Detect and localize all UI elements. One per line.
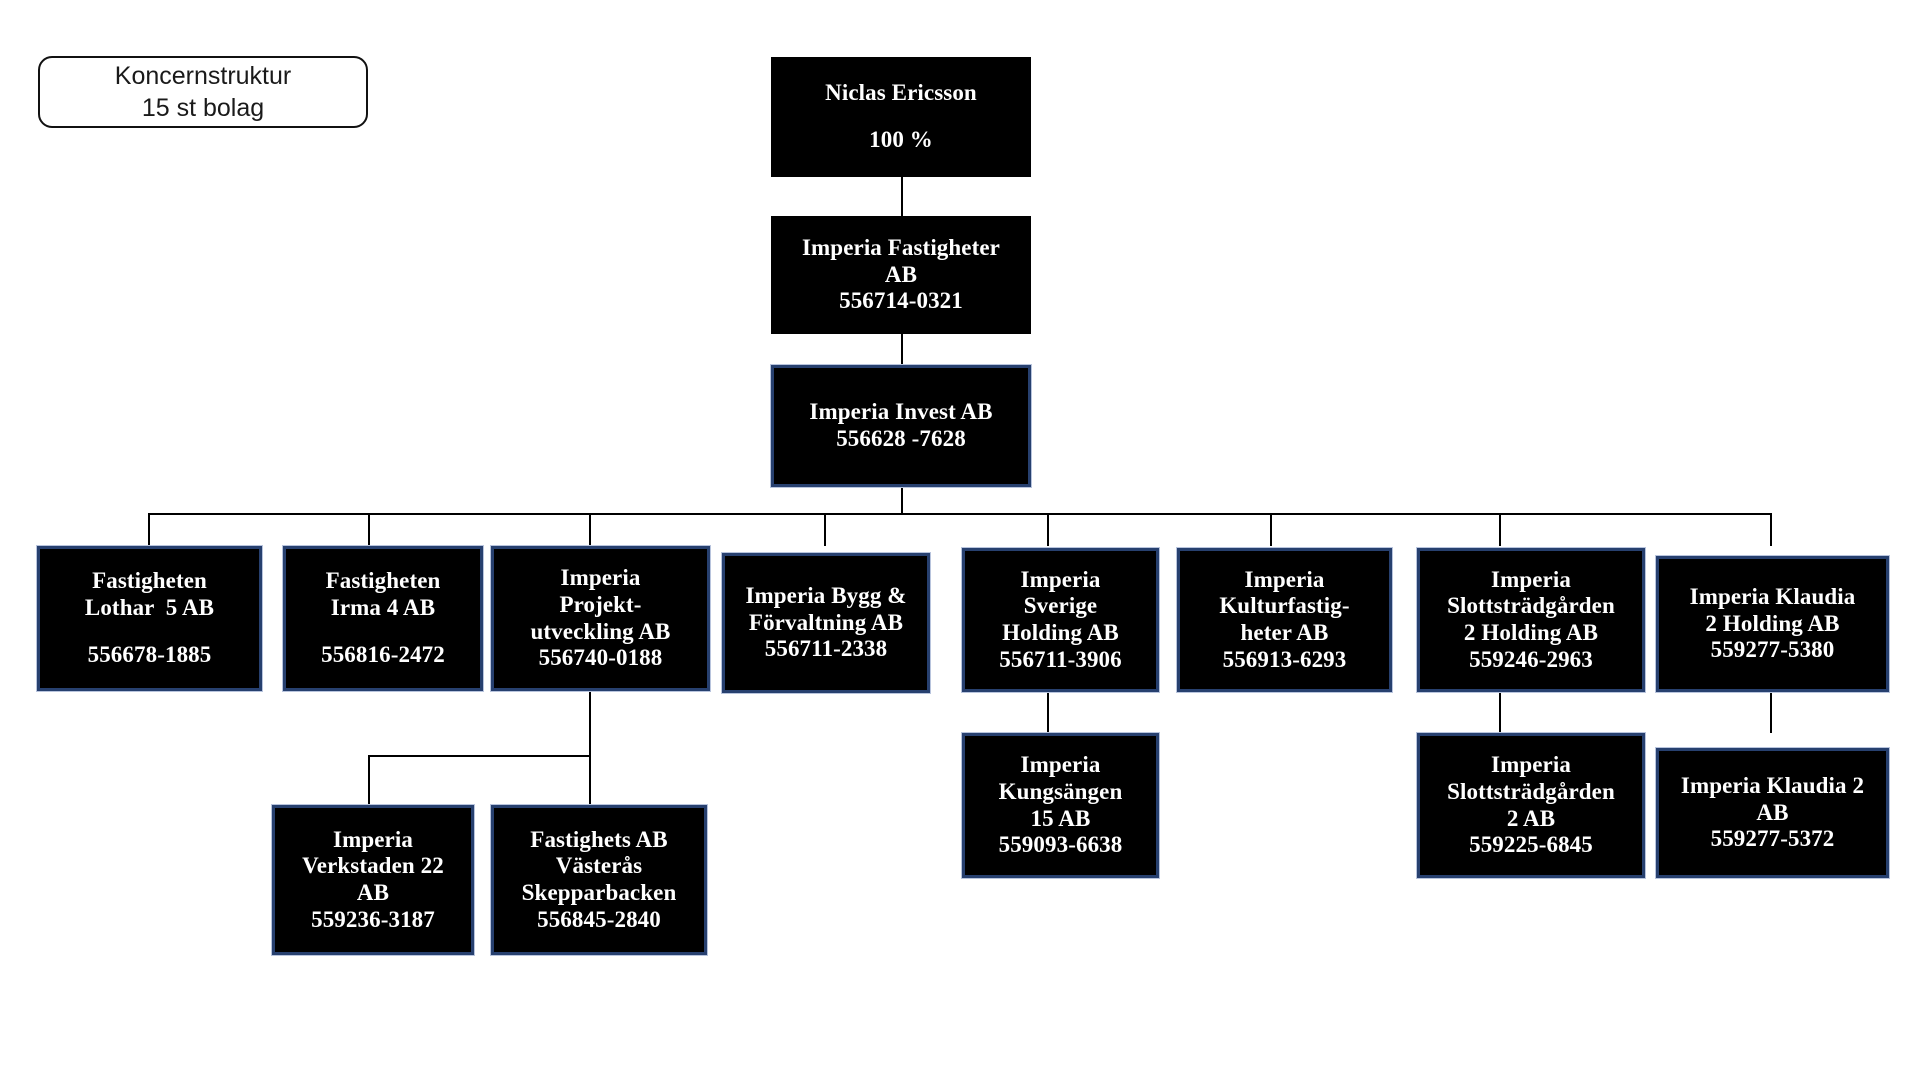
node-title: Imperia Kulturfastig- heter AB xyxy=(1219,566,1350,645)
node-orgnr: 556714-0321 xyxy=(839,288,963,314)
node-imperia-kungsangen-15-ab[interactable]: Imperia Kungsängen 15 AB 559093-6638 xyxy=(962,733,1159,878)
node-imperia-sverige-holding-ab[interactable]: Imperia Sverige Holding AB 556711-3906 xyxy=(962,548,1159,692)
legend-box: Koncernstruktur 15 st bolag xyxy=(38,56,368,128)
edge-bus-projekt-children xyxy=(368,755,591,757)
node-orgnr: 559246-2963 xyxy=(1469,646,1593,672)
node-fastighets-ab-vasteras-skepparbacken[interactable]: Fastighets AB Västerås Skepparbacken 556… xyxy=(491,805,707,955)
node-orgnr: 556711-3906 xyxy=(999,646,1122,672)
edge-drop-klaudia-holding xyxy=(1770,513,1772,546)
node-imperia-slottstradgarden-2-holding-ab[interactable]: Imperia Slottsträdgården 2 Holding AB 55… xyxy=(1417,548,1645,692)
node-title: Imperia Verkstaden 22 AB xyxy=(302,826,444,905)
node-orgnr: 556845-2840 xyxy=(537,906,661,932)
node-title: Imperia Projekt- utveckling AB xyxy=(530,565,671,644)
node-orgnr: 556816-2472 xyxy=(321,641,445,667)
node-title: Imperia Fastigheter AB xyxy=(802,234,1000,287)
edge-drop-projekt xyxy=(589,513,591,546)
node-orgnr: 559277-5372 xyxy=(1710,826,1835,852)
node-title: Imperia Invest AB xyxy=(809,399,993,425)
legend-line-2: 15 st bolag xyxy=(141,94,265,122)
node-niclas-ericsson[interactable]: Niclas Ericsson 100 % xyxy=(771,57,1031,177)
edge-drop-kultur xyxy=(1270,513,1272,546)
node-imperia-projektutveckling-ab[interactable]: Imperia Projekt- utveckling AB 556740-01… xyxy=(491,546,710,691)
edge-drop-sverige xyxy=(1047,513,1049,546)
node-title: Fastigheten Irma 4 AB xyxy=(325,568,441,621)
node-title: Imperia Bygg & Förvaltning AB xyxy=(745,582,907,635)
node-title: Fastighets AB Västerås Skepparbacken xyxy=(521,826,677,905)
node-imperia-slottstradgarden-2-ab[interactable]: Imperia Slottsträdgården 2 AB 559225-684… xyxy=(1417,733,1645,878)
edge-bus-row3 xyxy=(148,513,1772,515)
edge-slott-holding-to-slott2 xyxy=(1499,690,1501,733)
edge-owner-to-fastigheter xyxy=(901,176,903,216)
node-title: Imperia Slottsträdgården 2 AB xyxy=(1447,752,1615,831)
node-imperia-fastigheter-ab[interactable]: Imperia Fastigheter AB 556714-0321 xyxy=(771,216,1031,334)
node-title: Imperia Klaudia 2 Holding AB xyxy=(1689,583,1856,636)
edge-drop-slott-holding xyxy=(1499,513,1501,546)
edge-drop-bygg xyxy=(824,513,826,546)
node-imperia-klaudia-2-holding-ab[interactable]: Imperia Klaudia 2 Holding AB 559277-5380 xyxy=(1656,556,1889,692)
node-orgnr: 559225-6845 xyxy=(1469,832,1593,858)
node-fastigheten-irma-4-ab[interactable]: Fastigheten Irma 4 AB 556816-2472 xyxy=(283,546,483,691)
edge-drop-lothar xyxy=(148,513,150,546)
edge-drop-verkstaden xyxy=(368,755,370,805)
node-fastigheten-lothar-5-ab[interactable]: Fastigheten Lothar 5 AB 556678-1885 xyxy=(37,546,262,691)
edge-invest-to-bus xyxy=(901,487,903,514)
node-imperia-verkstaden-22-ab[interactable]: Imperia Verkstaden 22 AB 559236-3187 xyxy=(272,805,474,955)
edge-drop-irma xyxy=(368,513,370,546)
node-title: Fastigheten Lothar 5 AB xyxy=(84,568,215,621)
node-title: Imperia Sverige Holding AB xyxy=(1002,566,1119,645)
edge-projekt-to-bus xyxy=(589,687,591,757)
edge-drop-skepparbacken xyxy=(589,755,591,805)
edge-klaudia-holding-to-klaudia2 xyxy=(1770,690,1772,733)
node-orgnr: 556628 -7628 xyxy=(836,426,966,451)
node-orgnr: 559093-6638 xyxy=(998,832,1123,858)
node-orgnr: 556913-6293 xyxy=(1222,646,1347,672)
node-title: Imperia Slottsträdgården 2 Holding AB xyxy=(1447,566,1615,645)
node-orgnr: 556678-1885 xyxy=(87,641,212,667)
node-orgnr: 556740-0188 xyxy=(538,645,663,671)
node-title: Niclas Ericsson xyxy=(825,80,977,106)
node-imperia-klaudia-2-ab[interactable]: Imperia Klaudia 2 AB 559277-5372 xyxy=(1656,748,1889,878)
node-title: Imperia Klaudia 2 AB xyxy=(1680,772,1865,825)
node-imperia-bygg-forvaltning-ab[interactable]: Imperia Bygg & Förvaltning AB 556711-233… xyxy=(722,553,930,693)
node-orgnr: 559277-5380 xyxy=(1710,637,1835,663)
node-imperia-kulturfastigheter-ab[interactable]: Imperia Kulturfastig- heter AB 556913-62… xyxy=(1177,548,1392,692)
node-orgnr: 559236-3187 xyxy=(311,906,435,932)
node-value: 100 % xyxy=(869,127,933,152)
edge-fastigheter-to-invest xyxy=(901,333,903,365)
node-orgnr: 556711-2338 xyxy=(764,636,888,662)
legend-line-1: Koncernstruktur xyxy=(114,62,292,90)
edge-sverige-to-kungsangen xyxy=(1047,690,1049,733)
node-imperia-invest-ab[interactable]: Imperia Invest AB 556628 -7628 xyxy=(771,365,1031,487)
node-title: Imperia Kungsängen 15 AB xyxy=(998,752,1123,831)
